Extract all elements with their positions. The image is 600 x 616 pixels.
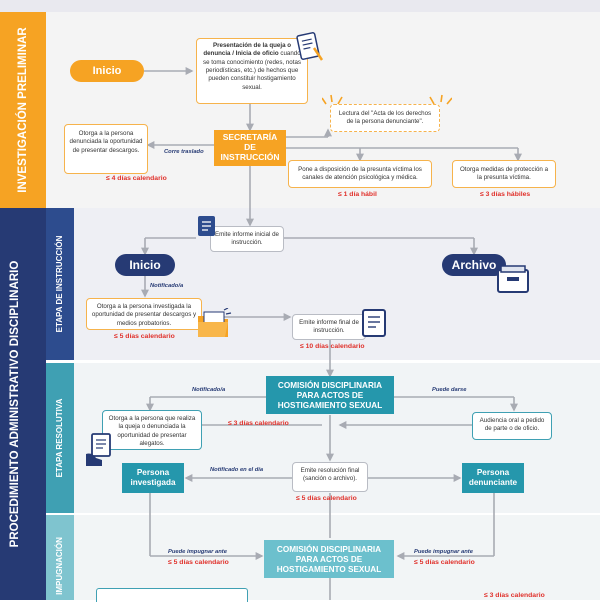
section-bar-procedimiento bbox=[0, 208, 46, 600]
otorga-descargos-box: Otorga a la persona denunciada la oportu… bbox=[64, 124, 148, 174]
otorga-alegatos-box: Otorga a la persona que realiza la queja… bbox=[102, 410, 202, 450]
comision-box-resolutiva: COMISIÓN DISCIPLINARIA PARA ACTOS DE HOS… bbox=[266, 376, 394, 414]
section-title-impugnacion: IMPUGNACIÓN bbox=[55, 537, 64, 595]
impugnacion-box-partial bbox=[96, 588, 248, 602]
inicio-pill-instruccion: Inicio bbox=[115, 254, 175, 276]
notificado-dia-note: Notificado en el día bbox=[210, 467, 264, 473]
comision-box-impugnacion: COMISIÓN DISCIPLINARIA PARA ACTOS DE HOS… bbox=[264, 540, 394, 578]
archive-box-icon bbox=[497, 265, 529, 293]
secretaria-box: SECRETARÍA DE INSTRUCCIÓN bbox=[214, 130, 286, 166]
plazo-4-dias: ≤ 4 días calendario bbox=[106, 175, 167, 182]
section-bar-impugnacion bbox=[46, 515, 74, 600]
plazo-3-dias-resolutiva: ≤ 3 días calendario bbox=[228, 420, 289, 427]
corre-traslado-note: Corre traslado bbox=[164, 149, 204, 155]
plazo-5-dias-impugnacion-right: ≤ 5 días calendario bbox=[414, 559, 475, 566]
notificado-note-instruccion: Notificado/a bbox=[150, 283, 184, 289]
hand-document-icon bbox=[86, 433, 111, 466]
plazo-10-dias: ≤ 10 días calendario bbox=[300, 343, 365, 350]
document-icon bbox=[296, 32, 324, 61]
section-title-preliminar: INVESTIGACIÓN PRELIMINAR bbox=[17, 27, 29, 193]
pone-disposicion-box: Pone a disposición de la presunta víctim… bbox=[288, 160, 432, 188]
archivo-pill: Archivo bbox=[442, 254, 506, 276]
section-title-procedimiento: PROCEDIMIENTO ADMINISTRATIVO DISCIPLINAR… bbox=[9, 260, 21, 548]
puede-darse-note: Puede darse bbox=[432, 387, 467, 393]
informe-final-box: Emite informe final de instrucción. bbox=[292, 314, 366, 340]
plazo-5-dias-impugnacion-left: ≤ 5 días calendario bbox=[168, 559, 229, 566]
section-title-instruccion: ETAPA DE INSTRUCCIÓN bbox=[55, 235, 64, 333]
presentacion-title: Presentación de la queja o denuncia / In… bbox=[203, 42, 292, 58]
final-report-icon bbox=[362, 309, 386, 337]
top-band bbox=[0, 0, 600, 12]
section-title-resolutiva: ETAPA RESOLUTIVA bbox=[55, 398, 64, 478]
folder-icon bbox=[198, 308, 232, 337]
lectura-box: Lectura del "Acta de los derechos de la … bbox=[330, 104, 440, 132]
informe-inicial-box: Emite informe inicial de instrucción. bbox=[210, 226, 284, 252]
otorga-investigada-box: Otorga a la persona investigada la oport… bbox=[86, 298, 202, 330]
connector-lines bbox=[141, 67, 522, 600]
presentacion-detail: cuando se toma conocimiento (redes, nota… bbox=[202, 50, 302, 91]
report-icon bbox=[198, 216, 215, 236]
plazo-5-dias-instruccion: ≤ 5 días calendario bbox=[114, 333, 175, 340]
highlight-icon bbox=[322, 94, 452, 105]
section-bar-preliminar bbox=[0, 12, 46, 208]
notificado-note-resolutiva: Notificado/a bbox=[192, 387, 226, 393]
plazo-3-dias-impugnacion: ≤ 3 días calendario bbox=[484, 592, 545, 599]
medidas-proteccion-box: Otorga medidas de protección a la presun… bbox=[452, 160, 556, 188]
puede-impugnar-note-left: Puede impugnar ante bbox=[168, 549, 227, 555]
inicio-pill-preliminar: Inicio bbox=[70, 60, 144, 82]
section-bar-instruccion bbox=[46, 208, 74, 360]
plazo-5-dias-resolutiva: ≤ 5 días calendario bbox=[296, 495, 357, 502]
resolucion-final-box: Emite resolución final (sanción o archiv… bbox=[292, 462, 368, 492]
persona-denunciante-box: Persona denunciante bbox=[462, 463, 524, 493]
section-bar-resolutiva bbox=[46, 363, 74, 513]
presentacion-box: Presentación de la queja o denuncia / In… bbox=[196, 38, 308, 104]
persona-investigada-box: Persona investigada bbox=[122, 463, 184, 493]
puede-impugnar-note-right: Puede impugnar ante bbox=[414, 549, 473, 555]
plazo-1-dia: ≤ 1 día hábil bbox=[338, 191, 377, 198]
plazo-3-dias-habiles: ≤ 3 días hábiles bbox=[480, 191, 531, 198]
audiencia-box: Audiencia oral a pedido de parte o de of… bbox=[472, 412, 552, 440]
